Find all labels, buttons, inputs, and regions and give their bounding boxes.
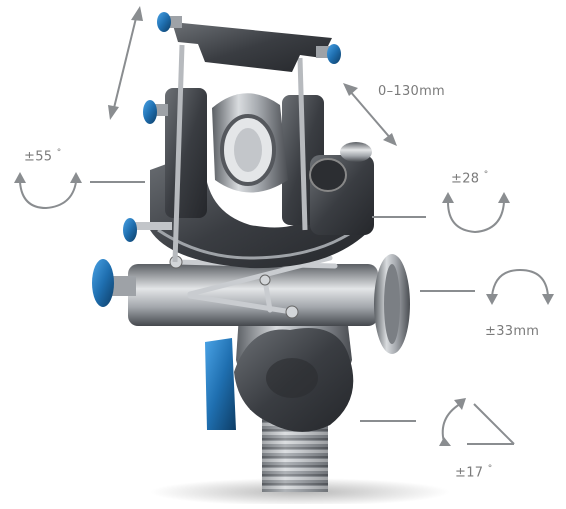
blue-knob-top-right — [316, 44, 341, 64]
threaded-post — [262, 398, 328, 492]
double-arrow-diagonal-icon — [343, 83, 397, 146]
blue-lever — [205, 338, 236, 430]
locking-clamp — [309, 142, 374, 235]
rotate-arrows-icon — [14, 172, 82, 210]
blue-knob-left — [92, 259, 136, 307]
side-plate-left — [165, 88, 207, 218]
top-bracket — [172, 22, 332, 72]
blue-knob-low-left — [123, 218, 172, 242]
rotate-arrows-icon — [442, 192, 510, 234]
blue-knob-mid-left — [143, 100, 168, 124]
double-arrow-diagonal-icon — [108, 6, 143, 120]
blue-knob-top-left — [157, 12, 182, 32]
tilt-angle-icon — [439, 398, 515, 446]
guide-rods — [172, 44, 308, 263]
label-rot-upper-right: ±28 ° — [451, 170, 489, 187]
label-linear: ±33mm — [485, 324, 540, 339]
horizontal-cylinder — [128, 264, 378, 326]
rotate-arrows-icon — [486, 268, 554, 305]
label-tilt: ±17 ° — [455, 464, 493, 481]
label-stroke: 0–130mm — [378, 84, 446, 99]
label-rot-left: ±55 ° — [24, 148, 62, 165]
